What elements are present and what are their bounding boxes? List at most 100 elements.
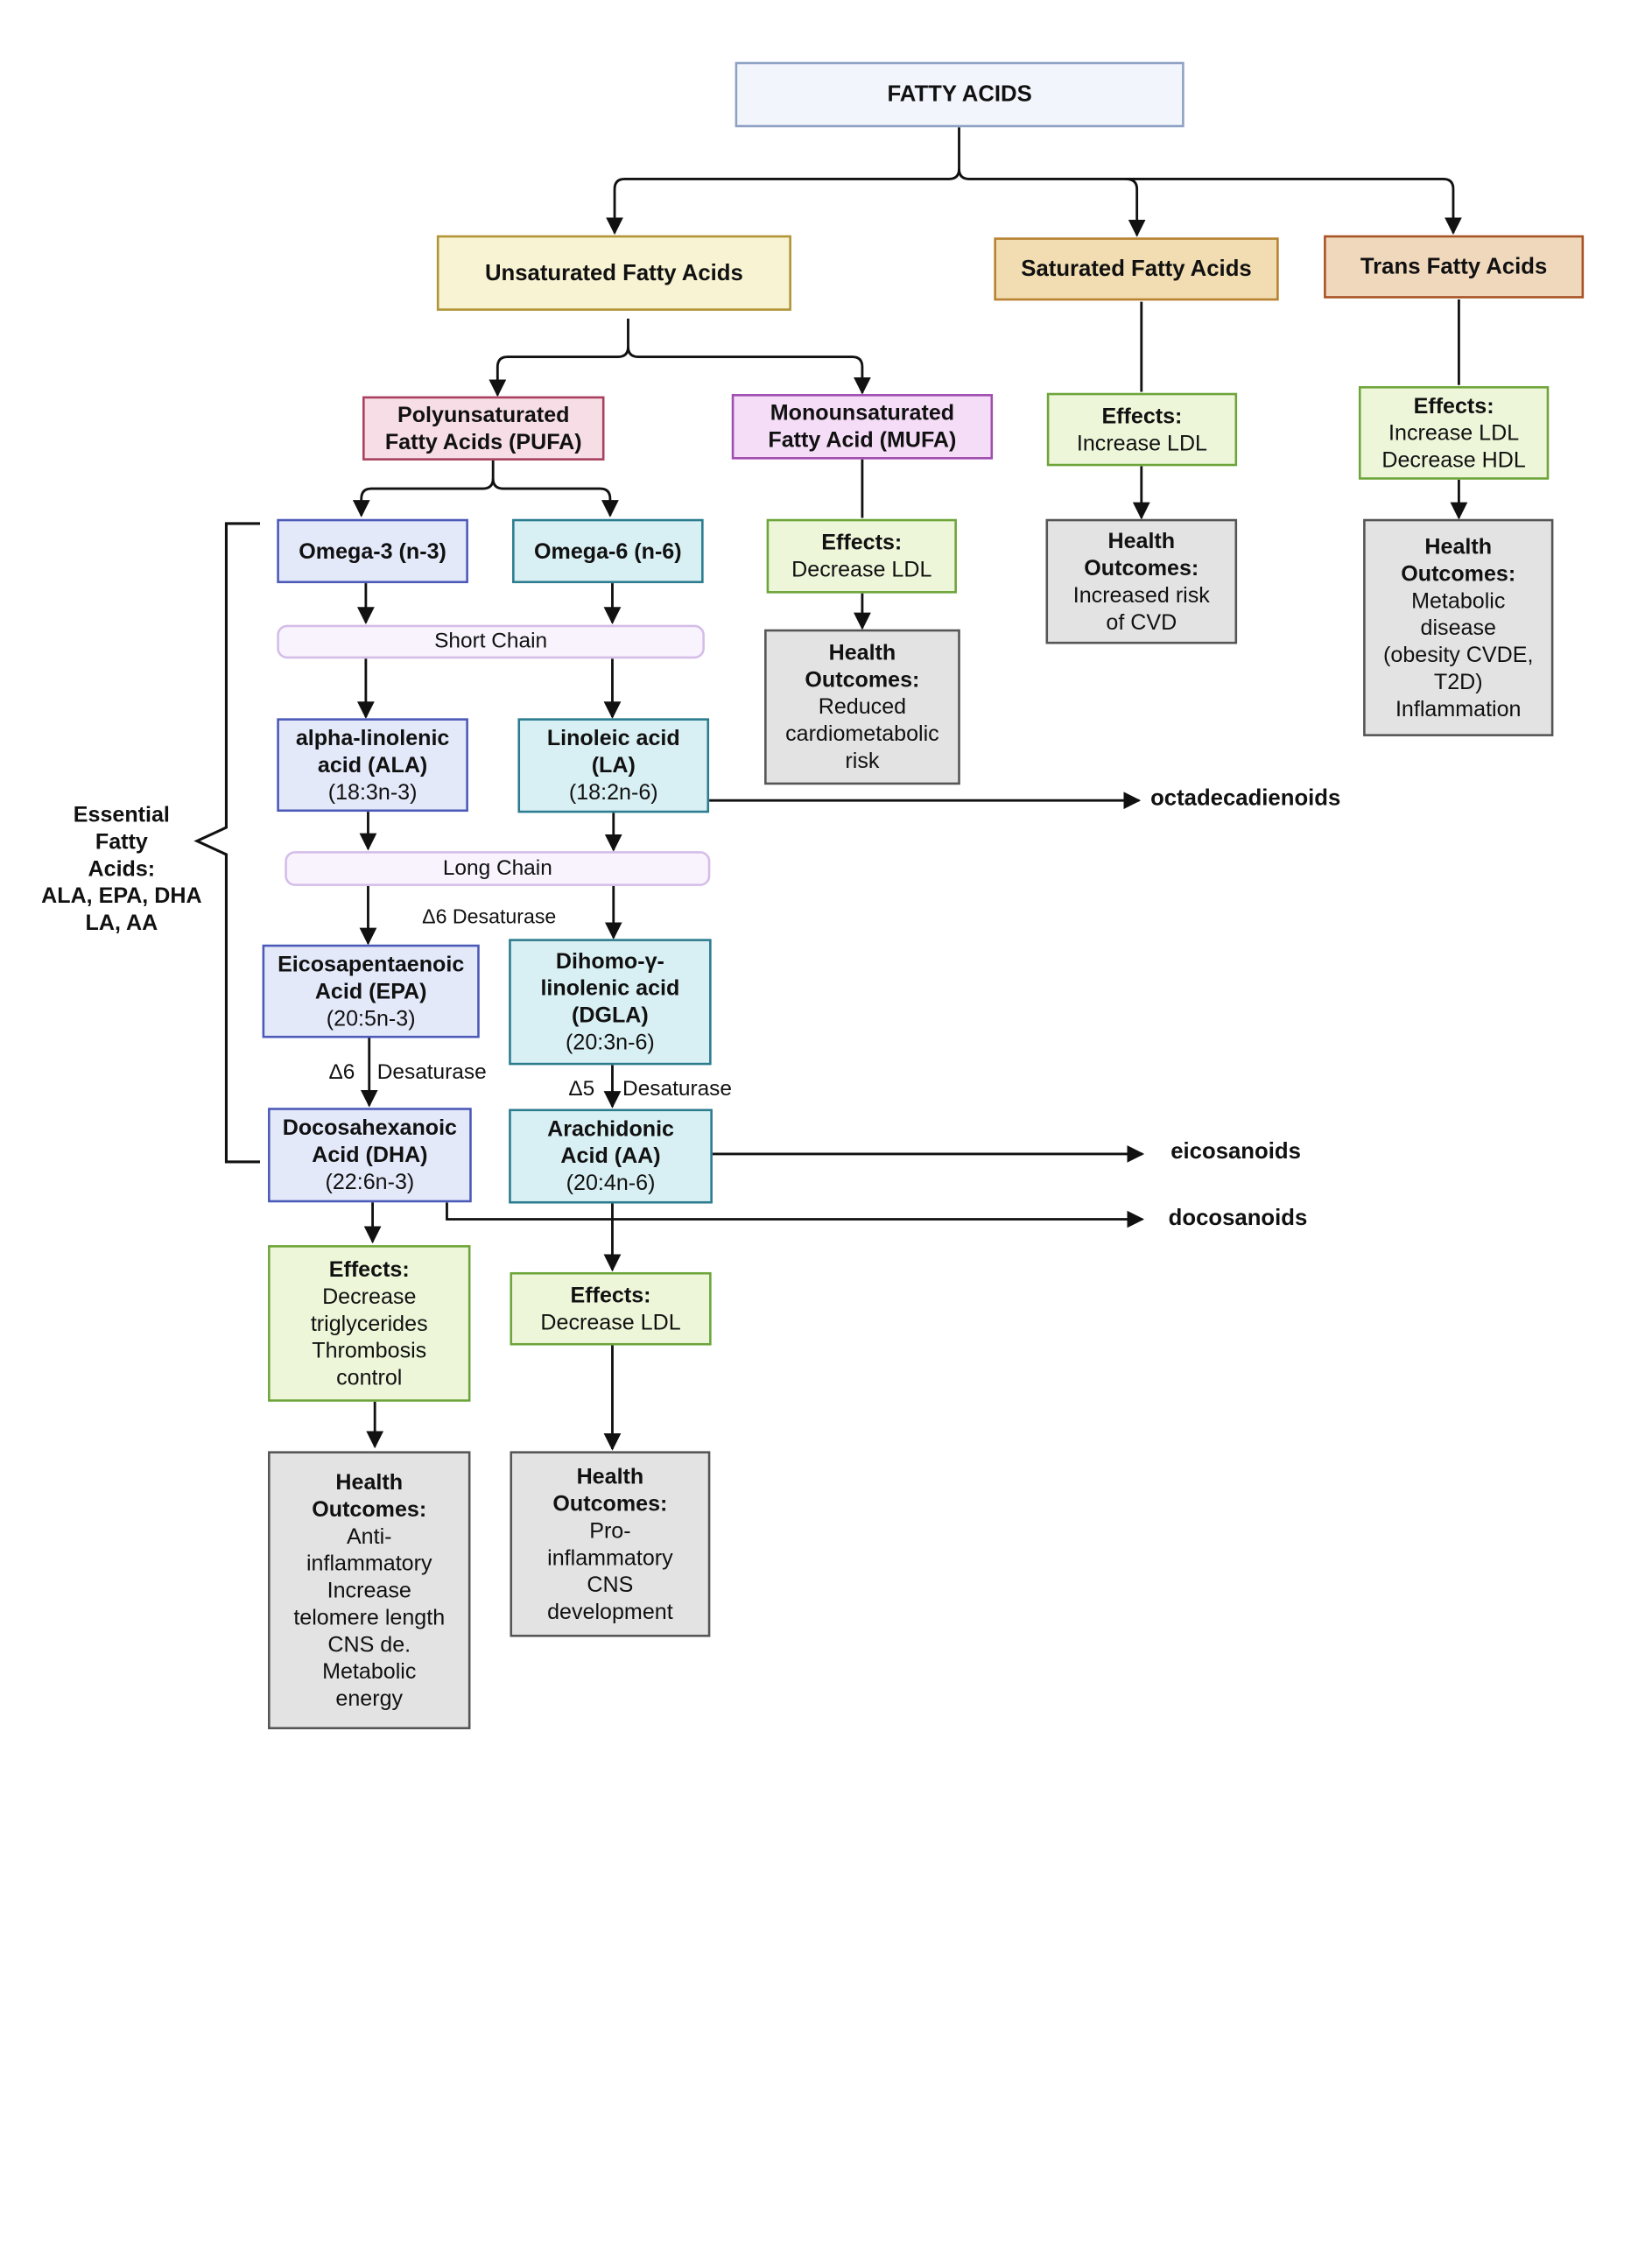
essential-line-2: Fatty	[95, 829, 148, 855]
sat-health-box: Health Outcomes: Increased risk of CVD	[1045, 518, 1238, 644]
trans-health-heading-2: Outcomes:	[1401, 560, 1516, 587]
dha-health-heading-2: Outcomes:	[312, 1496, 427, 1522]
aa-effects-box: Effects: Decrease LDL	[510, 1271, 712, 1346]
dha-health-line-2: inflammatory	[306, 1551, 432, 1576]
omega3-label: Omega-3 (n-3)	[299, 538, 446, 564]
aa-health-line-4: development	[547, 1599, 673, 1624]
trans-effects-line-1: Increase LDL	[1388, 420, 1520, 446]
trans-health-line-5: Inflammation	[1395, 696, 1522, 721]
la-line1: Linoleic acid	[546, 726, 680, 751]
pufa-line2: Fatty Acids (PUFA)	[384, 429, 582, 454]
dha-effects-line-4: control	[336, 1365, 403, 1390]
la-line2: (LA)	[591, 753, 636, 778]
essential-line-3: Acids:	[88, 856, 156, 882]
aa-health-line-2: inflammatory	[547, 1545, 673, 1571]
desaturase-label-n6: Desaturase	[622, 1077, 732, 1101]
trans-health-line-3: (obesity CVDE,	[1383, 642, 1534, 667]
dgla-line1: Dihomo-γ-	[555, 948, 664, 975]
trans-box: Trans Fatty Acids	[1324, 235, 1585, 299]
aa-effects-line-1: Decrease LDL	[540, 1310, 681, 1335]
eicosanoids-label: eicosanoids	[1170, 1139, 1301, 1165]
unsaturated-box: Unsaturated Fatty Acids	[436, 235, 791, 311]
dgla-box: Dihomo-γ- linolenic acid (DGLA) (20:3n-6…	[509, 939, 712, 1066]
aa-health-box: Health Outcomes: Pro- inflammatory CNS d…	[510, 1451, 711, 1637]
trans-effects-line-2: Decrease HDL	[1381, 447, 1526, 473]
trans-health-box: Health Outcomes: Metabolic disease (obes…	[1363, 518, 1554, 736]
octadecadienoids-label: octadecadienoids	[1150, 785, 1341, 811]
sat-effects-line-1: Increase LDL	[1076, 430, 1208, 456]
dha-health-line-4: telomere length	[293, 1604, 446, 1630]
fatty-acids-box: FATTY ACIDS	[735, 61, 1185, 128]
desaturase-label-n3: Desaturase	[376, 1060, 487, 1085]
connector-dha-to-docosanoids	[446, 1202, 1145, 1228]
connector-pufa-to-omega6	[491, 478, 619, 517]
delta5-label: Δ5	[568, 1077, 595, 1101]
dha-line2: Acid (DHA)	[312, 1143, 428, 1168]
aa-line2: Acid (AA)	[560, 1144, 661, 1169]
trans-health-line-4: T2D)	[1433, 669, 1483, 694]
omega3-box: Omega-3 (n-3)	[277, 518, 468, 584]
aa-line1: Arachidonic	[547, 1116, 674, 1142]
dha-formula: (22:6n-3)	[325, 1169, 415, 1195]
short-chain-pill: Short Chain	[277, 624, 705, 659]
dha-health-line-7: energy	[335, 1685, 404, 1711]
mufa-box: Monounsaturated Fatty Acid (MUFA)	[731, 394, 994, 460]
dha-effects-line-1: Decrease	[322, 1284, 417, 1309]
sat-health-line-2: of CVD	[1106, 609, 1177, 635]
trans-health-heading-1: Health	[1424, 534, 1493, 559]
ala-line1: alpha-linolenic	[295, 725, 450, 750]
sat-health-heading-1: Health	[1107, 528, 1176, 553]
connector-unsat-to-mufa	[627, 346, 871, 395]
trans-effects-box: Effects: Increase LDL Decrease HDL	[1358, 386, 1550, 480]
sat-health-heading-2: Outcomes:	[1084, 555, 1199, 581]
mufa-line1: Monounsaturated	[770, 400, 955, 426]
essential-fatty-acids-label: Essential Fatty Acids: ALA, EPA, DHA LA,…	[34, 801, 210, 936]
dha-health-line-1: Anti-	[346, 1524, 392, 1549]
fatty-acids-title: FATTY ACIDS	[887, 81, 1032, 108]
trans-health-line-2: disease	[1420, 615, 1496, 640]
delta6-label: Δ6	[328, 1060, 355, 1085]
mufa-health-heading-1: Health	[828, 640, 896, 665]
essential-line-4: ALA, EPA, DHA	[41, 883, 202, 909]
dha-effects-box: Effects: Decrease triglycerides Thrombos…	[268, 1245, 471, 1402]
pufa-box: Polyunsaturated Fatty Acids (PUFA)	[362, 396, 605, 461]
dha-effects-line-2: triglycerides	[310, 1311, 428, 1336]
essential-brace	[193, 522, 261, 1164]
trans-label: Trans Fatty Acids	[1360, 254, 1548, 279]
short-chain-label: Short Chain	[434, 629, 548, 653]
mufa-health-heading-2: Outcomes:	[805, 667, 920, 693]
essential-line-5: LA, AA	[85, 911, 158, 936]
docosanoids-label: docosanoids	[1168, 1206, 1308, 1231]
omega6-box: Omega-6 (n-6)	[512, 518, 704, 584]
pufa-line1: Polyunsaturated	[397, 402, 570, 427]
aa-health-line-3: CNS	[587, 1572, 634, 1597]
dha-health-heading-1: Health	[335, 1469, 404, 1495]
long-chain-label: Long Chain	[442, 855, 552, 880]
delta6-desaturase-label: Δ6 Desaturase	[422, 904, 557, 928]
dha-health-line-3: Increase	[327, 1578, 411, 1603]
ala-line2: acid (ALA)	[317, 752, 428, 778]
connector-pufa-to-omega3	[352, 460, 495, 517]
dha-effects-heading: Effects:	[328, 1256, 410, 1282]
epa-formula: (20:5n-3)	[326, 1005, 416, 1031]
ala-box: alpha-linolenic acid (ALA) (18:3n-3)	[277, 718, 468, 813]
mufa-effects-box: Effects: Decrease LDL	[766, 518, 957, 594]
dha-effects-line-3: Thrombosis	[312, 1338, 427, 1363]
essential-line-1: Essential	[73, 802, 170, 828]
la-formula: (18:2n-6)	[568, 780, 658, 806]
mufa-effects-heading: Effects:	[821, 530, 903, 555]
dgla-formula: (20:3n-6)	[566, 1030, 655, 1055]
aa-effects-heading: Effects:	[570, 1283, 651, 1308]
mufa-health-box: Health Outcomes: Reduced cardiometabolic…	[764, 629, 960, 785]
aa-health-heading-2: Outcomes:	[552, 1491, 668, 1517]
mufa-health-line-1: Reduced	[818, 694, 907, 720]
aa-box: Arachidonic Acid (AA) (20:4n-6)	[509, 1108, 713, 1204]
connector-layer	[193, 127, 1468, 1451]
connector-root-to-saturated	[958, 168, 1146, 237]
mufa-line2: Fatty Acid (MUFA)	[768, 427, 957, 453]
ala-formula: (18:3n-3)	[327, 779, 418, 805]
la-box: Linoleic acid (LA) (18:2n-6)	[517, 718, 710, 813]
omega6-label: Omega-6 (n-6)	[534, 538, 682, 564]
saturated-label: Saturated Fatty Acids	[1021, 257, 1252, 282]
